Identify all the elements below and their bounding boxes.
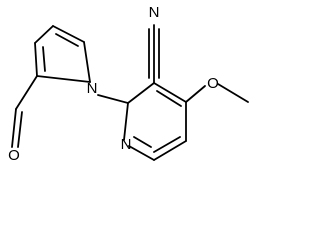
bond-pyridine-c3-c4-inner [156, 90, 182, 107]
bond-pyrrole-c4-c5-inner [55, 33, 79, 47]
bond-pyridine-c2-n [123, 102, 129, 141]
bond-pyridine-n-c6-inner [133, 136, 152, 148]
bond-pyridine-c6-n [128, 145, 155, 161]
aldehyde-oxygen-label: O [8, 147, 20, 164]
pyrrole-nitrogen-label: N [87, 80, 98, 97]
nitrile-nitrogen-label: N [149, 4, 160, 21]
methoxy-oxygen-label: O [207, 75, 219, 92]
bond-pyrrole-c5-n1 [83, 41, 91, 83]
bond-pyrrole-c2-c3 [34, 42, 38, 77]
bond-aldehyde-co-outer [11, 108, 17, 148]
bond-pyrrole-c2-c3-inner [42, 46, 46, 72]
bond-n1-pyridine-c2 [97, 94, 129, 104]
bond-pyrrole-n1-c2 [36, 75, 91, 83]
pyridine-nitrogen-label: N [121, 136, 132, 153]
bond-methoxy-o [185, 85, 206, 103]
bond-aldehyde-co-inner [17, 111, 23, 148]
chemical-structure-diagram: N N N O O [8, 3, 249, 164]
bond-pyrrole-c4-c5 [52, 25, 85, 43]
bond-pyrrole-c3-c4 [34, 25, 54, 44]
molecule-svg: N N N O O [8, 4, 249, 164]
bond-pyridine-c5-c6-inner [153, 136, 181, 153]
bond-pyridine-c2-c3 [127, 82, 155, 104]
bond-methoxy-methyl [217, 83, 249, 103]
bond-pyridine-c5-c6 [153, 140, 187, 161]
bond-formyl-carbon [15, 75, 38, 110]
bond-pyridine-c3-c4 [153, 82, 187, 103]
